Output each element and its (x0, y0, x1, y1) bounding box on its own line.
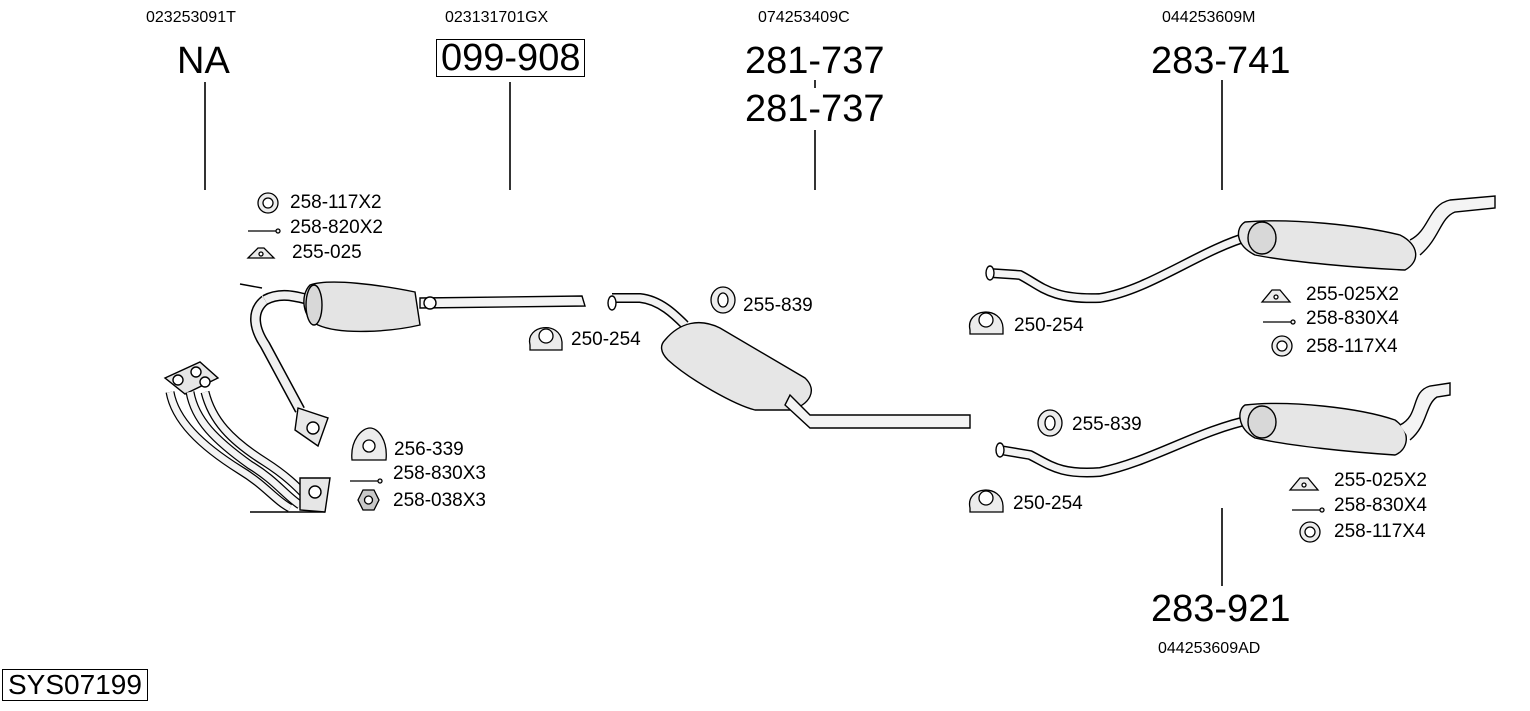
oem-number-283-921: 044253609AD (1158, 640, 1261, 657)
catalytic-converter-part (239, 281, 586, 448)
part-number-281-737[interactable]: 281-737 (745, 40, 885, 82)
accessory-label[interactable]: 258-117X4 (1334, 521, 1426, 542)
accessory-label[interactable]: 258-117X2 (290, 192, 382, 213)
rear-muffler-283-921-part (995, 382, 1451, 478)
accessory-label[interactable]: 258-830X4 (1306, 308, 1399, 329)
ring-gasket-icon (1299, 521, 1321, 543)
part-number-283-741[interactable]: 283-741 (1151, 40, 1291, 82)
bolt-icon (350, 478, 383, 484)
accessory-label[interactable]: 258-038X3 (393, 490, 486, 511)
triangle-gasket-icon (351, 427, 387, 461)
system-id-label: SYS07199 (2, 669, 148, 701)
part-number-na[interactable]: NA (177, 40, 230, 82)
rubber-hanger-icon (1288, 477, 1320, 491)
rubber-ring-icon (1037, 409, 1063, 437)
oem-number-281-737: 074253409C (758, 9, 850, 26)
center-muffler-part (607, 293, 971, 429)
accessory-label[interactable]: 250-254 (1013, 493, 1083, 514)
pipe-clamp-icon (529, 326, 563, 351)
ring-gasket-icon (1271, 335, 1293, 357)
manifold-downpipe-part (163, 361, 331, 513)
accessory-label[interactable]: 255-025X2 (1334, 470, 1427, 491)
pipe-clamp-icon (969, 489, 1004, 513)
bolt-icon (1263, 319, 1296, 325)
oem-number-na: 023253091T (146, 9, 236, 26)
oem-number-283-741: 044253609M (1162, 9, 1256, 26)
rubber-hanger-icon (1260, 289, 1292, 303)
accessory-label[interactable]: 250-254 (571, 329, 641, 350)
accessory-label[interactable]: 255-025X2 (1306, 284, 1399, 305)
bolt-icon (1292, 507, 1325, 513)
accessory-label[interactable]: 258-830X4 (1334, 495, 1427, 516)
bolt-icon (248, 228, 281, 234)
ring-gasket-icon (257, 192, 279, 214)
accessory-label[interactable]: 255-025 (292, 242, 362, 263)
accessory-label[interactable]: 255-839 (1072, 414, 1142, 435)
accessory-label[interactable]: 258-830X3 (393, 463, 486, 484)
oem-number-099-908: 023131701GX (445, 9, 549, 26)
part-number-281-737-repeat[interactable]: 281-737 (745, 88, 885, 130)
part-number-099-908[interactable]: 099-908 (436, 39, 586, 77)
accessory-label[interactable]: 258-117X4 (1306, 336, 1398, 357)
rubber-hanger-icon (246, 247, 276, 259)
accessory-label[interactable]: 258-820X2 (290, 217, 383, 238)
nut-icon (357, 489, 380, 511)
pipe-clamp-icon (969, 311, 1004, 335)
part-number-283-921[interactable]: 283-921 (1151, 588, 1291, 630)
accessory-label[interactable]: 255-839 (743, 295, 813, 316)
rubber-ring-icon (710, 286, 736, 314)
accessory-label[interactable]: 250-254 (1014, 315, 1084, 336)
rear-muffler-283-741-part (985, 195, 1496, 304)
accessory-label[interactable]: 256-339 (394, 439, 464, 460)
